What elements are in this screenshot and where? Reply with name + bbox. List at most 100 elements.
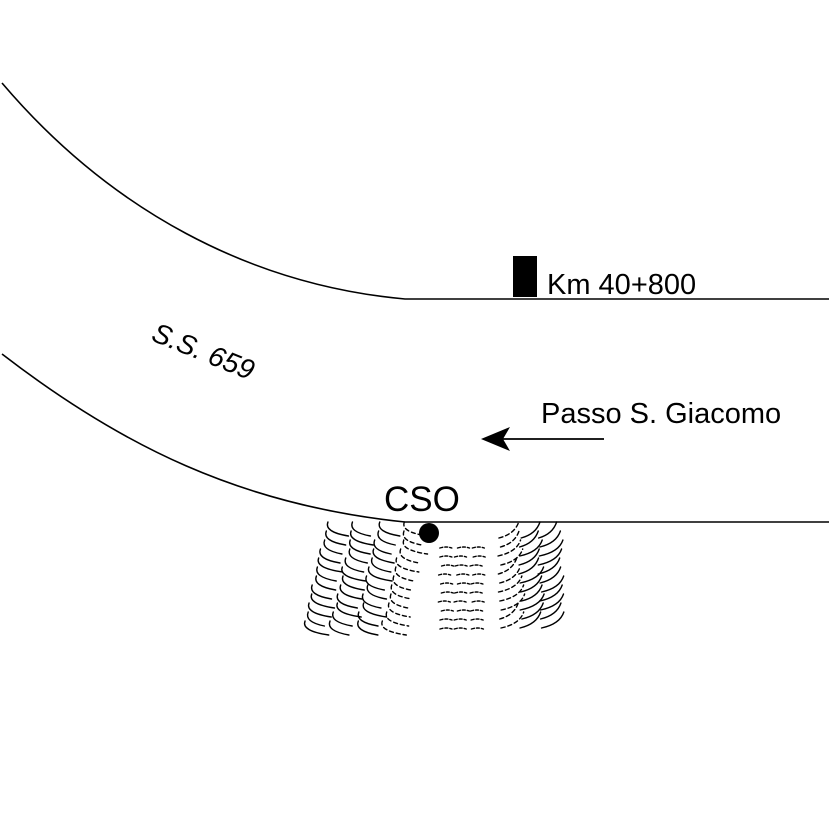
- direction-arrow: [481, 427, 604, 451]
- hatch-stroke: [319, 548, 341, 564]
- hatch-stroke: [317, 557, 344, 573]
- hatch-stroke: [470, 618, 484, 621]
- hatch-stroke: [440, 591, 455, 594]
- hatch-stroke: [519, 539, 543, 557]
- hatch-stroke: [344, 557, 365, 573]
- hatch-stroke: [500, 548, 524, 566]
- hatch-stroke: [389, 593, 409, 609]
- hatch-stroke: [539, 530, 562, 548]
- hatch-stroke: [399, 548, 420, 564]
- site-point: [419, 523, 439, 543]
- hatch-stroke: [439, 555, 453, 558]
- hatch-stroke: [437, 573, 452, 576]
- hatch-stroke: [403, 521, 429, 537]
- hatch-stroke: [537, 521, 558, 539]
- hatch-stroke: [348, 539, 371, 555]
- hatch-stroke: [348, 548, 369, 564]
- hatch-stroke: [454, 564, 468, 567]
- hatch-stroke: [323, 539, 343, 555]
- hatch-stroke: [365, 575, 386, 591]
- hatch-stroke: [471, 600, 485, 603]
- hatch-stroke: [469, 609, 484, 612]
- hatch-stroke: [377, 530, 396, 546]
- hatch-stroke: [390, 584, 413, 600]
- hatch-stroke: [499, 530, 520, 548]
- hatch-stroke: [439, 582, 454, 585]
- hatch-stroke: [387, 602, 411, 618]
- hatch-stroke: [351, 521, 372, 537]
- hatch-stroke: [453, 591, 468, 594]
- hatch-stroke: [357, 611, 379, 627]
- km-marker-post: [513, 256, 537, 297]
- hatch-stroke: [310, 593, 336, 609]
- hatch-stroke: [469, 591, 483, 594]
- hatch-stroke: [315, 575, 337, 591]
- hatch-stroke: [328, 620, 350, 636]
- hatch-stroke: [499, 584, 525, 602]
- hatch-stroke: [539, 602, 562, 620]
- hatch-stroke: [540, 611, 565, 629]
- hatch-stroke: [385, 611, 410, 627]
- hatch-stroke: [373, 539, 392, 555]
- hatch-stroke: [439, 627, 453, 630]
- hatch-stroke: [539, 584, 563, 602]
- hatch-stroke: [519, 566, 545, 584]
- hatch-stroke: [378, 521, 401, 537]
- hatch-stroke: [500, 593, 526, 611]
- hatch-stroke: [316, 566, 337, 582]
- hatch-stroke: [381, 620, 407, 636]
- hatch-stroke: [370, 557, 392, 573]
- hatch-stroke: [539, 566, 562, 584]
- hatch-stroke: [519, 593, 545, 611]
- hatch-stroke: [307, 602, 332, 618]
- hatch-stroke: [336, 593, 359, 609]
- hatch-stroke: [392, 575, 412, 591]
- hatch-stroke: [520, 521, 541, 539]
- landslide-hatching: [303, 521, 565, 636]
- hatch-stroke: [472, 573, 486, 576]
- hatch-stroke: [367, 566, 393, 582]
- hatch-stroke: [456, 609, 471, 612]
- hatch-stroke: [469, 564, 483, 567]
- hatch-stroke: [539, 593, 565, 611]
- hatch-stroke: [440, 609, 455, 612]
- hatch-stroke: [439, 618, 453, 621]
- hatch-stroke: [519, 611, 542, 629]
- hatch-stroke: [470, 627, 485, 630]
- hatch-stroke: [518, 548, 540, 566]
- hatch-stroke: [366, 584, 388, 600]
- hatch-stroke: [362, 602, 388, 618]
- hatch-stroke: [499, 566, 521, 584]
- hatch-stroke: [456, 582, 471, 585]
- hatch-stroke: [519, 575, 543, 593]
- km-marker-label: Km 40+800: [547, 269, 696, 301]
- hatch-stroke: [472, 555, 486, 558]
- hatch-stroke: [518, 530, 539, 548]
- hatch-stroke: [325, 530, 347, 546]
- hatch-stroke: [402, 530, 423, 546]
- hatch-stroke: [537, 548, 563, 566]
- hatch-stroke: [497, 575, 523, 593]
- hatch-stroke: [518, 557, 540, 575]
- hatch-stroke: [372, 548, 395, 564]
- hatch-stroke: [470, 582, 484, 585]
- hatch-stroke: [540, 575, 565, 593]
- hatch-stroke: [440, 564, 455, 567]
- hatch-stroke: [437, 600, 452, 603]
- hatch-stroke: [520, 584, 543, 602]
- hatch-stroke: [336, 602, 362, 618]
- hatch-stroke: [497, 539, 522, 557]
- hatch-stroke: [303, 620, 330, 636]
- hatch-stroke: [306, 611, 326, 627]
- hatch-stroke: [339, 584, 363, 600]
- hatch-stroke: [500, 611, 525, 629]
- hatch-stroke: [497, 557, 518, 575]
- hatch-stroke: [310, 584, 333, 600]
- direction-label: Passo S. Giacomo: [541, 398, 781, 430]
- hatch-stroke: [499, 602, 519, 620]
- hatch-stroke: [326, 521, 350, 537]
- hatch-stroke: [498, 521, 520, 539]
- road-edge-lower: [1, 353, 829, 523]
- hatch-stroke: [453, 627, 467, 630]
